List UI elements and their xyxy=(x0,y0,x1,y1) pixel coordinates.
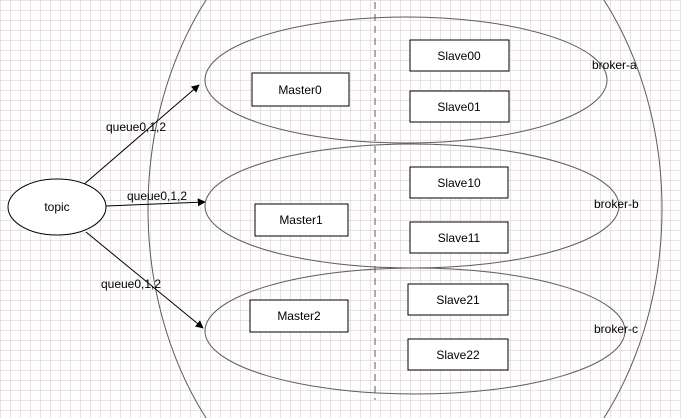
queue-arrow-broker-a xyxy=(81,84,200,187)
master2-node xyxy=(249,299,349,333)
slave01-node xyxy=(409,90,510,123)
queue-label-broker-b: queue0,1,2 xyxy=(127,189,187,203)
slave22-label: Slave22 xyxy=(436,348,480,362)
broker-b-label: broker-b xyxy=(594,197,639,211)
slave01-label: Slave01 xyxy=(437,100,481,114)
master1-node xyxy=(254,203,349,237)
broker-c-ellipse xyxy=(204,267,626,395)
slave21-label: Slave21 xyxy=(436,293,480,307)
topic-node xyxy=(7,178,107,236)
slave22-node xyxy=(407,338,509,371)
cluster-boundary-ellipse xyxy=(147,0,663,418)
master0-node xyxy=(251,72,350,107)
broker-a-ellipse xyxy=(204,16,608,144)
topic-label: topic xyxy=(44,200,69,214)
broker-c-label: broker-c xyxy=(594,322,638,336)
slave11-label: Slave11 xyxy=(438,231,481,245)
broker-a-label: broker-a xyxy=(592,58,637,72)
master0-label: Master0 xyxy=(278,83,322,97)
queue-label-broker-a: queue0,1,2 xyxy=(106,120,166,134)
queue-label-broker-c: queue0,1,2 xyxy=(101,277,161,291)
slave10-label: Slave10 xyxy=(437,176,481,190)
slave00-node xyxy=(409,39,510,72)
slave00-label: Slave00 xyxy=(437,49,481,63)
master2-label: Master2 xyxy=(277,309,321,323)
queue-arrow-broker-b xyxy=(105,198,206,207)
slave10-node xyxy=(409,166,509,199)
master1-label: Master1 xyxy=(279,213,323,227)
slave11-node xyxy=(409,221,509,254)
slave21-node xyxy=(407,283,509,316)
queue-arrow-broker-c xyxy=(85,231,204,329)
